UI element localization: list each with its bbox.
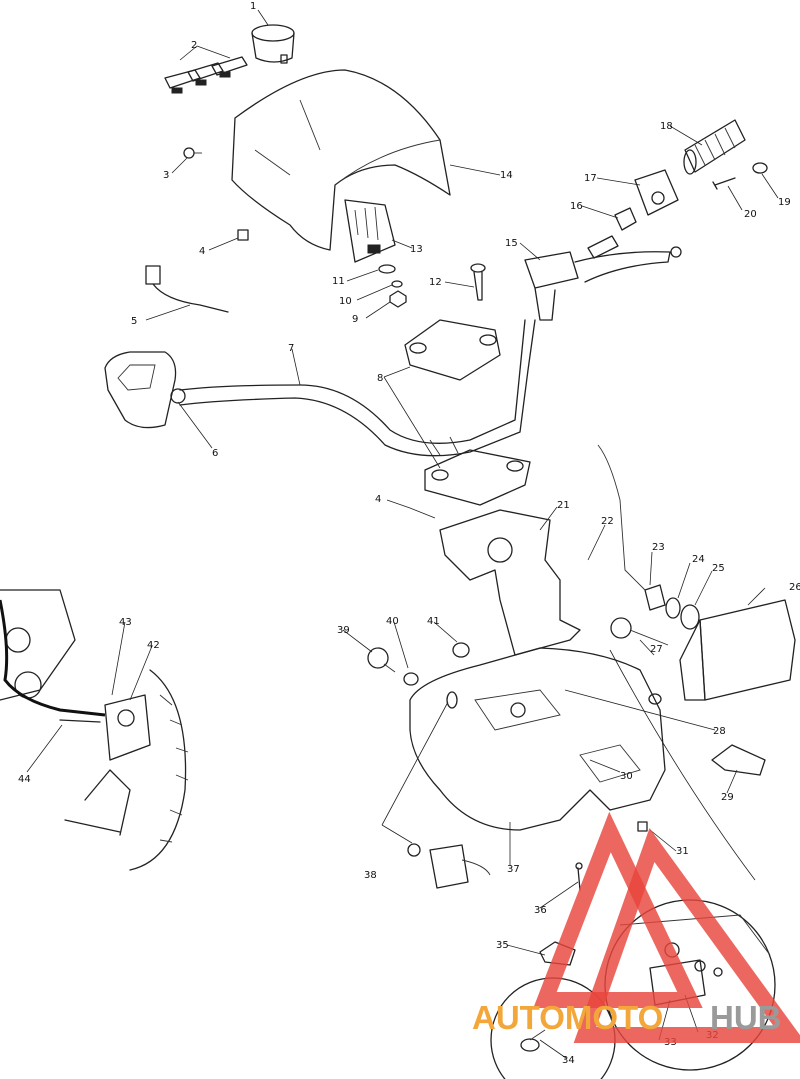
callout-13: 13 bbox=[410, 244, 423, 255]
part-14-hood bbox=[231, 69, 451, 251]
callout-24: 24 bbox=[692, 554, 705, 565]
part-36-screw bbox=[575, 862, 583, 891]
part-2-switch-clips bbox=[164, 56, 248, 94]
callout-38: 38 bbox=[364, 870, 377, 881]
callout-34: 34 bbox=[562, 1055, 575, 1066]
callout-22: 22 bbox=[601, 516, 614, 527]
callout-7: 7 bbox=[288, 343, 294, 354]
callout-8: 8 bbox=[377, 373, 383, 384]
part-35-clamp bbox=[539, 941, 576, 966]
callout-30: 30 bbox=[620, 771, 633, 782]
part-5-wire bbox=[145, 265, 229, 313]
callout-16: 16 bbox=[570, 201, 583, 212]
part-8-clamp-upper bbox=[404, 319, 501, 381]
part-17-switch-housing bbox=[634, 169, 679, 216]
callout-18: 18 bbox=[660, 121, 673, 132]
part-9-11-hardware bbox=[378, 264, 407, 308]
part-31-clip bbox=[637, 821, 648, 832]
callout-39: 39 bbox=[337, 625, 350, 636]
part-40-ring bbox=[403, 672, 419, 686]
part-26-headlight bbox=[679, 599, 796, 701]
callout-29: 29 bbox=[721, 792, 734, 803]
callout-15: 15 bbox=[505, 238, 518, 249]
part-29-switch bbox=[711, 744, 766, 776]
part-30-bracket bbox=[579, 744, 641, 783]
part-20-screw bbox=[712, 177, 736, 190]
callout-35: 35 bbox=[496, 940, 509, 951]
part-15-brake-lever bbox=[524, 235, 682, 321]
callout-27: 27 bbox=[650, 644, 663, 655]
callout-23: 23 bbox=[652, 542, 665, 553]
part-21-bracket bbox=[439, 509, 581, 656]
callout-25: 25 bbox=[712, 563, 725, 574]
callout-19: 19 bbox=[778, 197, 791, 208]
callout-9: 9 bbox=[352, 314, 358, 325]
callout-4: 4 bbox=[375, 494, 381, 505]
callout-10: 10 bbox=[339, 296, 352, 307]
part-18-grip bbox=[683, 119, 746, 175]
callout-31: 31 bbox=[676, 846, 689, 857]
callout-44: 44 bbox=[18, 774, 31, 785]
part-4-clip-upper bbox=[237, 229, 249, 241]
callout-42: 42 bbox=[147, 640, 160, 651]
part-19-end-cap bbox=[752, 162, 768, 174]
part-1-cap bbox=[251, 24, 295, 64]
callout-43: 43 bbox=[119, 617, 132, 628]
part-42-44-caliper-assembly bbox=[0, 589, 189, 871]
leader-lines bbox=[26, 9, 779, 1059]
part-23-socket bbox=[597, 444, 666, 611]
callout-36: 36 bbox=[534, 905, 547, 916]
callout-4: 4 bbox=[199, 246, 205, 257]
part-38-switch bbox=[407, 843, 491, 889]
part-6-throttle bbox=[104, 351, 186, 429]
callout-3: 3 bbox=[163, 170, 169, 181]
callout-17: 17 bbox=[584, 173, 597, 184]
callout-41: 41 bbox=[427, 616, 440, 627]
part-16-spacer bbox=[614, 207, 637, 231]
part-39-switch bbox=[367, 647, 396, 673]
callout-12: 12 bbox=[429, 277, 442, 288]
part-3-screw bbox=[183, 147, 202, 159]
callout-26: 26 bbox=[789, 582, 800, 593]
part-13-connector bbox=[344, 199, 396, 263]
callout-14: 14 bbox=[500, 170, 513, 181]
callout-11: 11 bbox=[332, 276, 345, 287]
watermark-brand-auto: AUTOMOTO bbox=[472, 999, 663, 1036]
callout-21: 21 bbox=[557, 500, 570, 511]
callout-labels: 1 2 3 4 4 5 6 7 8 9 10 11 12 13 14 15 16… bbox=[18, 1, 800, 1066]
part-24-ring bbox=[665, 597, 681, 619]
part-7-handlebar bbox=[179, 319, 536, 457]
callout-40: 40 bbox=[386, 616, 399, 627]
part-8-clamp-lower bbox=[424, 449, 531, 506]
part-12-bolt bbox=[470, 263, 486, 301]
callout-6: 6 bbox=[212, 448, 218, 459]
callout-37: 37 bbox=[507, 864, 520, 875]
watermark-brand-hub: HUB bbox=[710, 999, 782, 1036]
callout-5: 5 bbox=[131, 316, 137, 327]
callout-28: 28 bbox=[713, 726, 726, 737]
watermark-logo: AUTOMOTO HUB bbox=[472, 811, 800, 1043]
callout-20: 20 bbox=[744, 209, 757, 220]
callout-2: 2 bbox=[191, 40, 197, 51]
part-28-ring bbox=[648, 693, 662, 705]
part-37-fairing bbox=[409, 647, 666, 831]
part-25-ring bbox=[680, 604, 700, 630]
part-41-ring bbox=[452, 642, 470, 658]
callout-1: 1 bbox=[250, 1, 256, 12]
part-27-adjuster bbox=[610, 617, 669, 646]
